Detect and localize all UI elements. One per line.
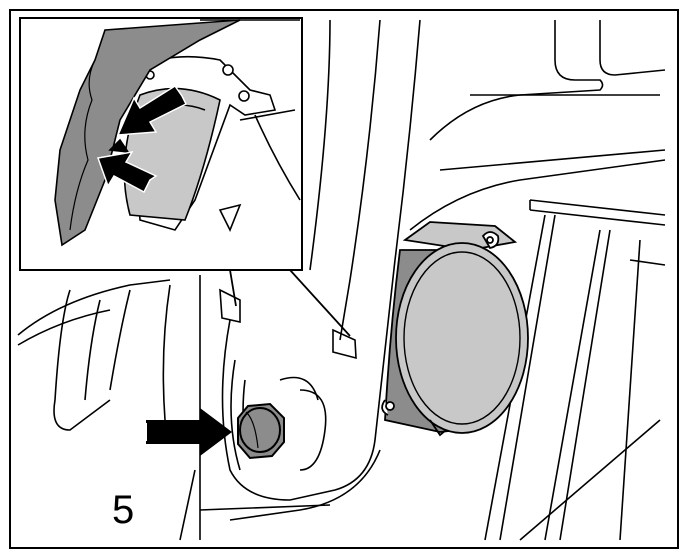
bolt-icon: [237, 402, 285, 460]
detail-inset: [19, 17, 351, 337]
step-number: 5: [112, 488, 135, 532]
arrow-pointing-icon: [96, 84, 188, 194]
arrow-right-icon: [145, 408, 232, 456]
motor-housing-icon: [381, 221, 529, 437]
